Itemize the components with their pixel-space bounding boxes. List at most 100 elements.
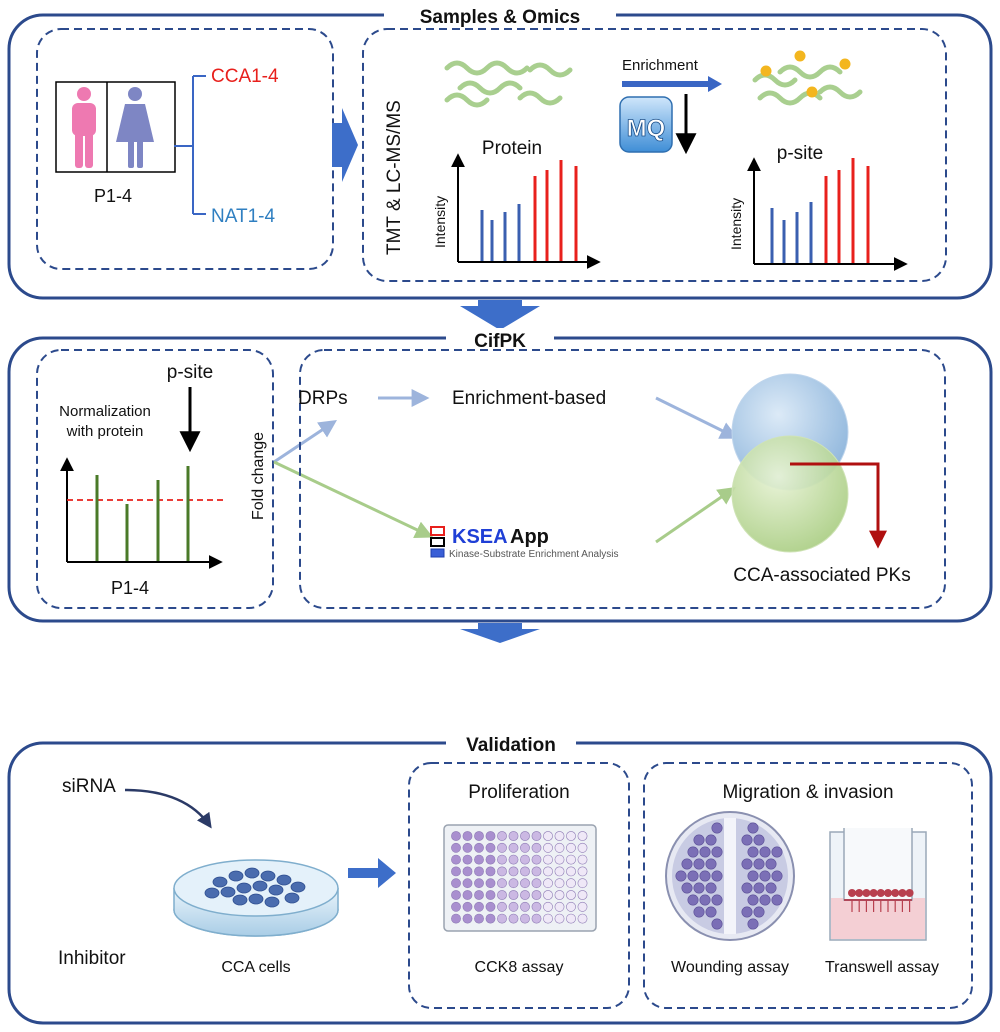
wound-cell [699,846,711,858]
plate-well [520,901,530,912]
plate-well [497,913,507,924]
wound-cell [693,834,705,846]
plate-well [543,831,553,841]
plate-well [474,866,484,877]
wound-cell [741,834,753,846]
plate-well [462,842,473,853]
svg-text:MQ: MQ [627,115,666,142]
to-ksea-arrow [273,460,434,538]
wound-cell [765,882,777,894]
section-validation: Validation siRNA Inhibitor CCA cells P [7,732,993,1025]
plate-well [462,913,473,924]
plate-well [451,878,461,889]
protein-chart: Protein Intensity [432,138,601,269]
plate-well [577,878,588,889]
plate-well [485,901,496,912]
plate-well [531,913,542,924]
enrichment-based-label: Enrichment-based [452,388,606,409]
plate-well [474,831,484,841]
plate-well [474,901,484,912]
plate-well [566,842,576,853]
plate-well [474,854,484,865]
plate-well [474,878,484,889]
wound-cell [705,858,717,870]
transwell-icon [829,828,927,941]
result-arrow [790,462,887,549]
wound-cell [747,918,759,930]
ksea-logo-word2: App [510,526,549,548]
proliferation-title: Proliferation [468,782,569,803]
wound-cell [753,882,765,894]
plate-well [508,878,519,889]
plate-well [531,866,542,877]
migration-title: Migration & invasion [722,782,893,803]
wound-cell [711,918,723,930]
wounding-label: Wounding assay [671,959,789,976]
plate-well [520,890,530,900]
wound-cell [705,834,717,846]
ksea-subtitle: Kinase-Substrate Enrichment Analysis [449,549,619,560]
sirna-label: siRNA [62,776,116,797]
plate-well [508,913,519,924]
plate-well [543,901,553,912]
section3-title: Validation [466,735,556,756]
validation-flow-arrow [348,858,396,888]
petri-dish-icon [173,859,339,937]
female-icon [116,87,154,168]
section2-title: CifPK [474,331,526,352]
transwell-cell [876,889,885,897]
protein-chart-ylabel: Intensity [432,196,448,248]
omics-box [362,28,947,282]
plate-well [451,842,461,853]
plate-well [543,878,553,889]
plate-well [577,854,588,865]
plate-well [531,854,542,865]
psite-label: p-site [167,362,213,383]
plate-well [451,831,461,841]
psite-chart: p-site Intensity [728,143,908,271]
plate-well [554,901,565,912]
plate-well [543,913,553,924]
split-bracket [174,75,206,215]
plate-well [508,842,519,853]
plate-well [462,890,473,900]
method-label: TMT & LC-MS/MS [384,100,405,255]
wound-cell [693,882,705,894]
transwell-cell [869,889,878,897]
plate-well [566,854,576,865]
normalized-chart-xlabel: P1-4 [111,578,149,598]
cca-label: CCA1-4 [211,66,279,87]
wound-cell [687,846,699,858]
plate-well [485,878,496,889]
plate-well [577,913,588,924]
transwell-cell [855,889,864,897]
section1-title: Samples & Omics [420,7,581,28]
wound-cell [771,870,783,882]
wound-cell [711,822,723,834]
well-plate-icon [443,824,597,932]
plate-well [451,854,461,865]
wound-cell [771,846,783,858]
male-icon [72,87,96,168]
plate-well [497,842,507,853]
plate-well [508,890,519,900]
wound-cell [711,894,723,906]
normalized-chart [60,457,225,569]
wound-cell [771,894,783,906]
wound-cell [747,870,759,882]
transwell-cell [884,889,892,897]
normalization-box [36,349,274,609]
plate-well [451,901,461,912]
plate-well [508,901,519,912]
ksea-app-logo: KSEA App Kinase-Substrate Enrichment Ana… [430,526,619,560]
plate-well [543,890,553,900]
plate-well [554,854,565,865]
plate-well [566,901,576,912]
transwell-cell [905,889,914,897]
plate-well [485,866,496,877]
plate-well [577,842,588,853]
plate-well [566,890,576,900]
plate-well [451,866,461,877]
transwell-cell [848,889,856,897]
wound-cell [693,858,705,870]
